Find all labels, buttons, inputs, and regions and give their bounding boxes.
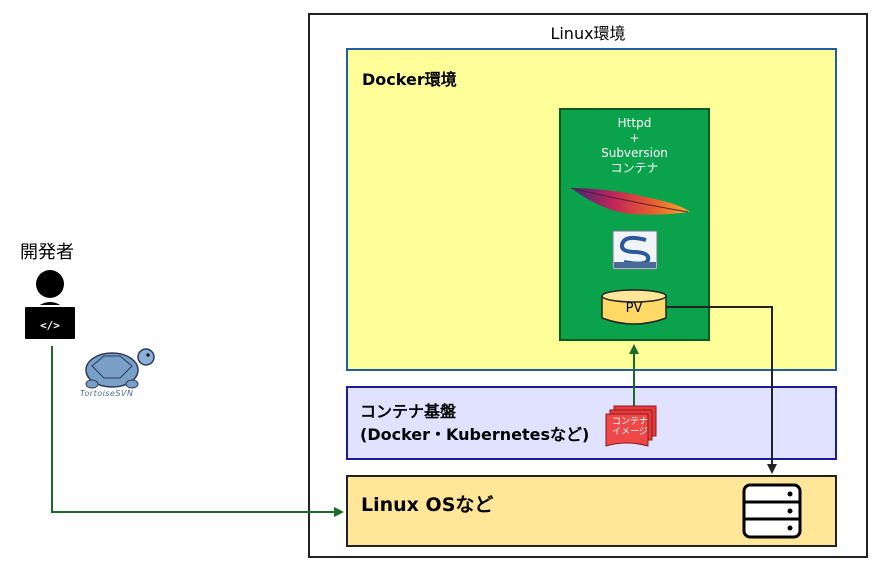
pv-label: PV [625, 301, 643, 316]
linux-environment-label: Linux環境 [550, 24, 626, 43]
container-image-label-line: イメージ [612, 427, 648, 437]
subversion-logo-icon [612, 230, 658, 270]
developer-label: 開発者 [20, 242, 74, 263]
container-label-line: Httpd [617, 116, 652, 130]
container-label-line: コンテナ [610, 161, 659, 175]
container-image-icon [605, 405, 657, 447]
linux-os-label: Linux OSなど [361, 494, 494, 516]
platform-label-line2: (Docker・Kubernetesなど) [360, 425, 590, 444]
tortoise-icon [85, 348, 155, 389]
container-image-label: コンテナ イメージ [608, 417, 652, 437]
pv-cylinder-icon [601, 289, 667, 325]
platform-label-line1: コンテナ基盤 [360, 402, 457, 421]
apache-feather-icon [570, 187, 690, 215]
container-platform-label: コンテナ基盤 (Docker・Kubernetesなど) [360, 400, 589, 446]
database-server-icon [742, 483, 802, 539]
container-image-label-line: コンテナ [611, 417, 648, 427]
tortoisesvn-label: TortoiseSVN [80, 389, 134, 398]
container-label: Httpd + Subversion コンテナ [559, 116, 710, 176]
svg-text:</>: </> [40, 319, 60, 332]
container-label-line: + [629, 131, 640, 145]
developer-laptop-icon: </> [23, 270, 77, 341]
docker-environment-label: Docker環境 [362, 70, 457, 89]
developer-to-os-arrow [51, 346, 344, 517]
pv-to-storage-arrow [666, 306, 777, 474]
container-label-line: Subversion [601, 146, 668, 160]
container-platform-box [346, 386, 837, 460]
